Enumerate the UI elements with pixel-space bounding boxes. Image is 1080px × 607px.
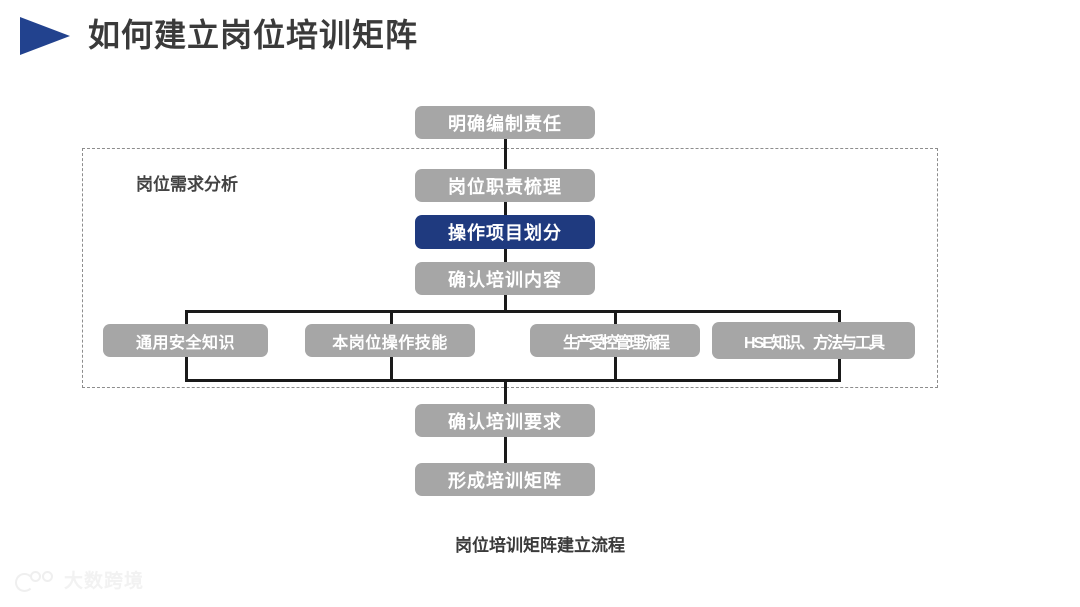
flow-node-label: 通用安全知识 xyxy=(135,334,235,352)
flow-node-post-operation-skill[interactable]: 本岗位操作技能 xyxy=(305,324,475,357)
flow-node-label: 生产受控管理流程 xyxy=(562,334,670,352)
watermark: 大数跨境 xyxy=(14,570,144,594)
flow-node-job-duty-review[interactable]: 岗位职责梳理 xyxy=(415,169,595,202)
connector-branch-bar-top xyxy=(185,310,841,313)
flow-node-label: 岗位职责梳理 xyxy=(448,176,562,197)
flow-node-hse-knowledge-methods-tools[interactable]: HSE知识、方法与工具 xyxy=(712,322,915,359)
watermark-label: 大数跨境 xyxy=(64,571,145,592)
flow-node-production-control-process[interactable]: 生产受控管理流程 xyxy=(530,324,700,357)
flow-node-label: 明确编制责任 xyxy=(448,113,562,134)
flow-node-label: 操作项目划分 xyxy=(448,223,562,243)
page-title: 如何建立岗位培训矩阵 xyxy=(88,17,419,53)
flow-node-label: 形成培训矩阵 xyxy=(448,470,562,491)
flow-node-form-training-matrix[interactable]: 形成培训矩阵 xyxy=(415,463,595,496)
group-label: 岗位需求分析 xyxy=(136,175,238,194)
play-triangle-icon xyxy=(20,17,70,55)
flow-node-label: HSE知识、方法与工具 xyxy=(744,334,885,352)
flow-node-general-safety-knowledge[interactable]: 通用安全知识 xyxy=(103,324,268,357)
flow-node-label: 确认培训要求 xyxy=(448,411,562,432)
flow-node-operation-item-split[interactable]: 操作项目划分 xyxy=(415,215,595,249)
flow-node-confirm-training-requirement[interactable]: 确认培训要求 xyxy=(415,404,595,437)
flow-node-define-responsibility[interactable]: 明确编制责任 xyxy=(415,106,595,139)
slide-header: 如何建立岗位培训矩阵 xyxy=(0,0,1080,80)
brand-logo-icon xyxy=(14,570,56,594)
flow-node-confirm-training-content[interactable]: 确认培训内容 xyxy=(415,262,595,295)
requirement-analysis-group xyxy=(82,148,938,388)
flow-node-label: 确认培训内容 xyxy=(448,269,562,290)
flow-node-label: 本岗位操作技能 xyxy=(332,334,448,352)
connector-branch-bar-bottom xyxy=(185,379,841,382)
connector-spine-merge xyxy=(504,379,507,407)
connector-spine-bottom xyxy=(504,437,507,464)
diagram-caption: 岗位培训矩阵建立流程 xyxy=(455,536,625,555)
